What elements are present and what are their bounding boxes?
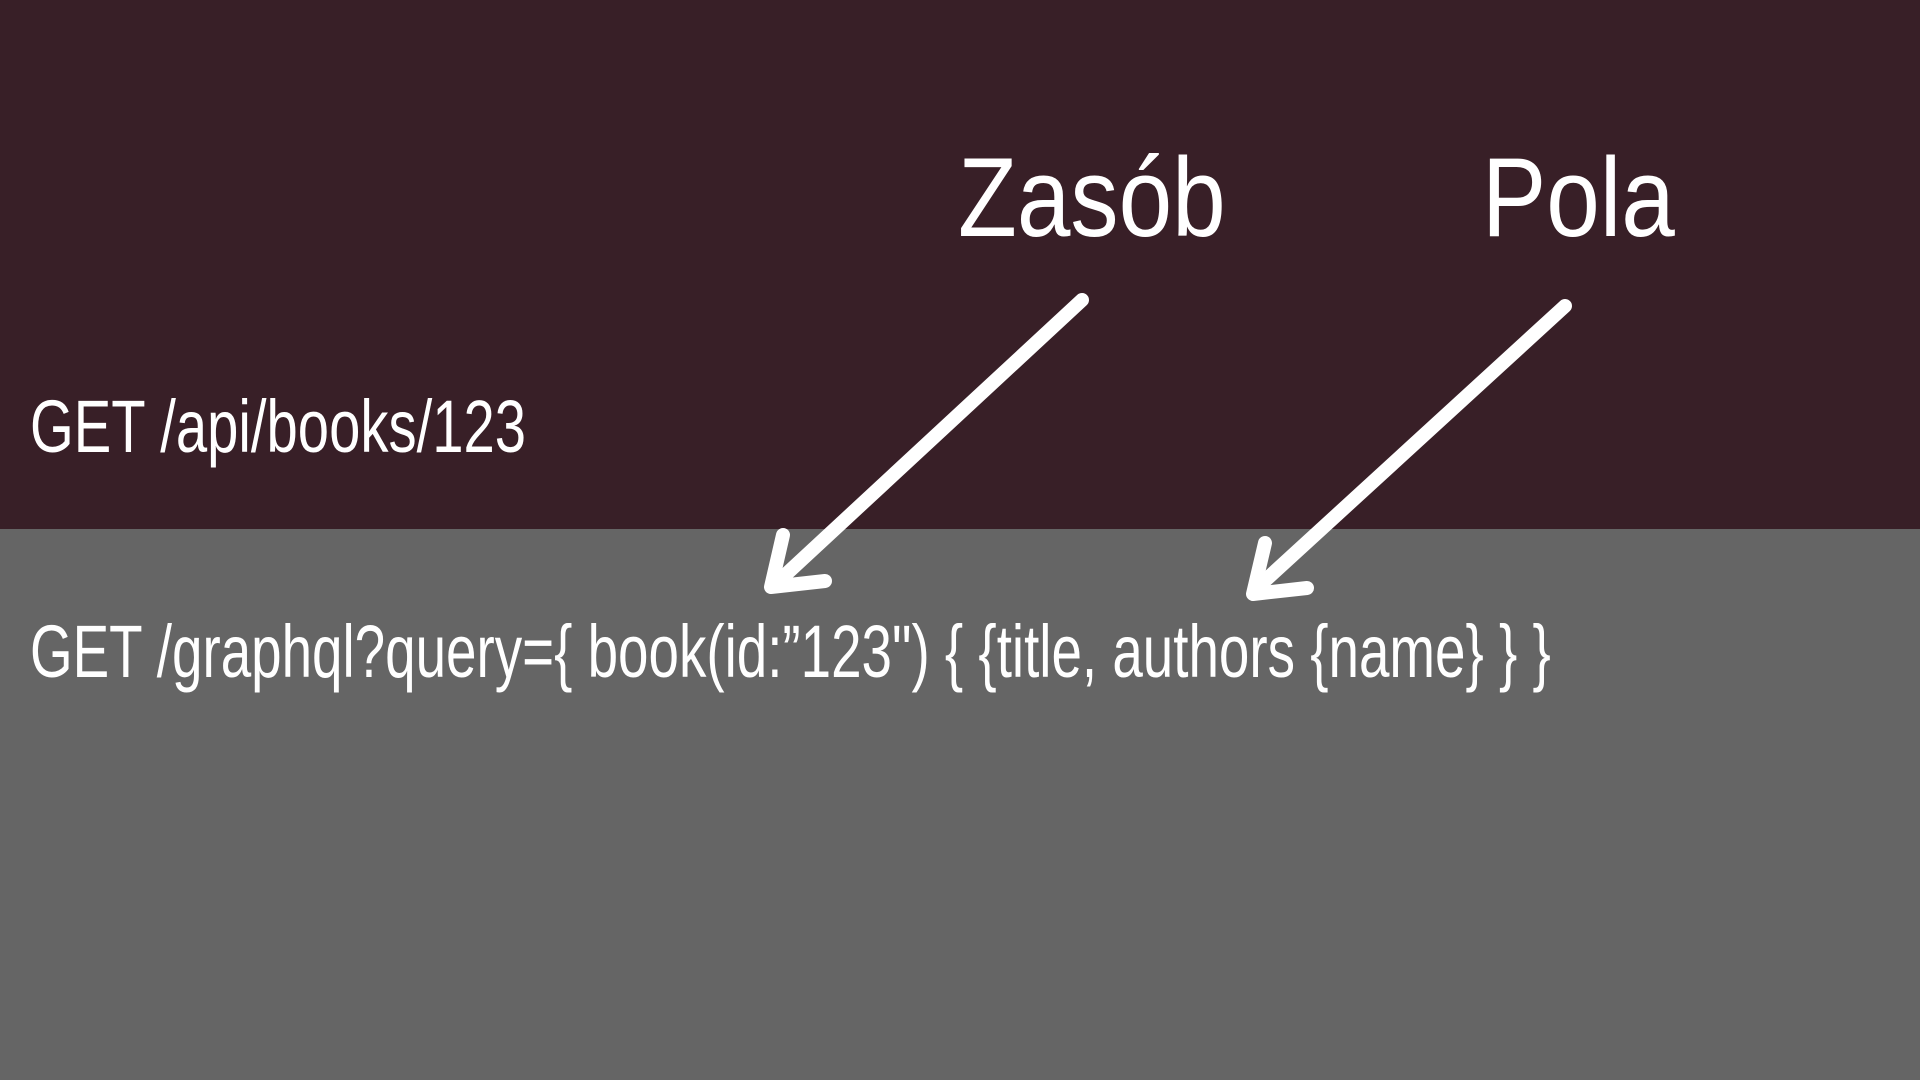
rest-request-text: GET /api/books/123 — [30, 385, 527, 468]
graphql-request-text: GET /graphql?query={ book(id:”123") { {t… — [30, 610, 1551, 693]
resource-label: Zasób — [958, 135, 1226, 260]
bottom-panel — [0, 529, 1920, 1080]
fields-label: Pola — [1482, 135, 1675, 260]
